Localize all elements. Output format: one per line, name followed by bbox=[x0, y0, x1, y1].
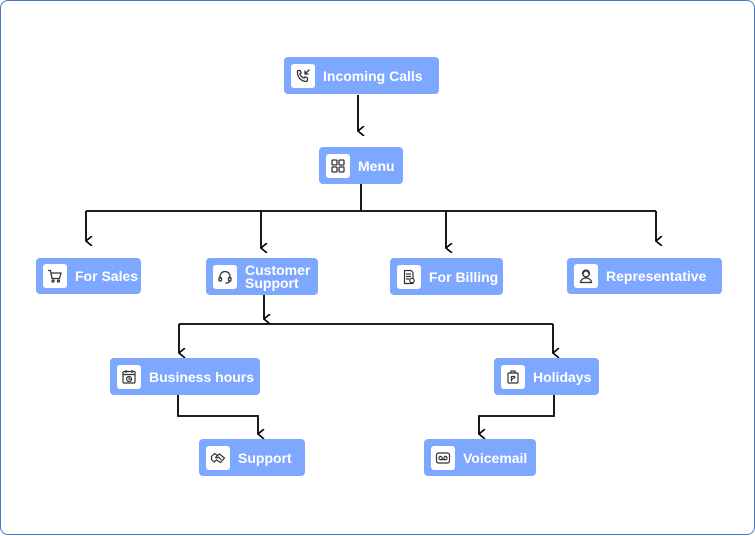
node-customer-support[interactable]: Customer Support bbox=[206, 258, 318, 295]
connector-holidays-to-voicemail bbox=[479, 395, 555, 434]
node-label: Menu bbox=[358, 157, 395, 174]
node-voicemail[interactable]: Voicemail bbox=[424, 439, 536, 476]
luggage-icon bbox=[501, 364, 525, 389]
cart-icon bbox=[43, 264, 67, 288]
node-incoming-calls[interactable]: Incoming Calls bbox=[284, 57, 439, 94]
phone-incoming-icon bbox=[291, 63, 315, 88]
calendar-clock-icon bbox=[117, 364, 141, 389]
connector-business-hours-to-support bbox=[177, 395, 258, 434]
node-label: For Sales bbox=[75, 268, 139, 284]
invoice-icon bbox=[397, 264, 421, 289]
node-for-billing[interactable]: For Billing bbox=[390, 258, 503, 295]
node-for-sales[interactable]: For Sales bbox=[36, 258, 141, 294]
node-business-hours[interactable]: Business hours bbox=[110, 358, 260, 395]
node-support[interactable]: Support bbox=[199, 439, 305, 476]
voicemail-icon bbox=[431, 445, 455, 470]
node-representative[interactable]: Representative bbox=[567, 258, 722, 294]
node-label: Customer Support bbox=[245, 261, 311, 291]
node-label: Voicemail bbox=[463, 449, 528, 466]
connector-menu-bus bbox=[86, 184, 656, 212]
node-holidays[interactable]: Holidays bbox=[494, 358, 599, 395]
headset-icon bbox=[213, 264, 237, 289]
node-label-line1: Customer bbox=[245, 261, 311, 278]
node-label: Business hours bbox=[149, 368, 255, 385]
handshake-icon bbox=[206, 445, 230, 470]
node-label-line2: Support bbox=[245, 274, 299, 291]
node-label: Incoming Calls bbox=[323, 67, 423, 84]
node-menu[interactable]: Menu bbox=[319, 147, 403, 184]
grid-icon bbox=[326, 153, 350, 178]
node-label: Holidays bbox=[533, 368, 592, 385]
node-label: Support bbox=[238, 449, 292, 466]
node-label: Representative bbox=[606, 268, 707, 284]
person-icon bbox=[574, 264, 598, 288]
node-label: For Billing bbox=[429, 268, 499, 285]
